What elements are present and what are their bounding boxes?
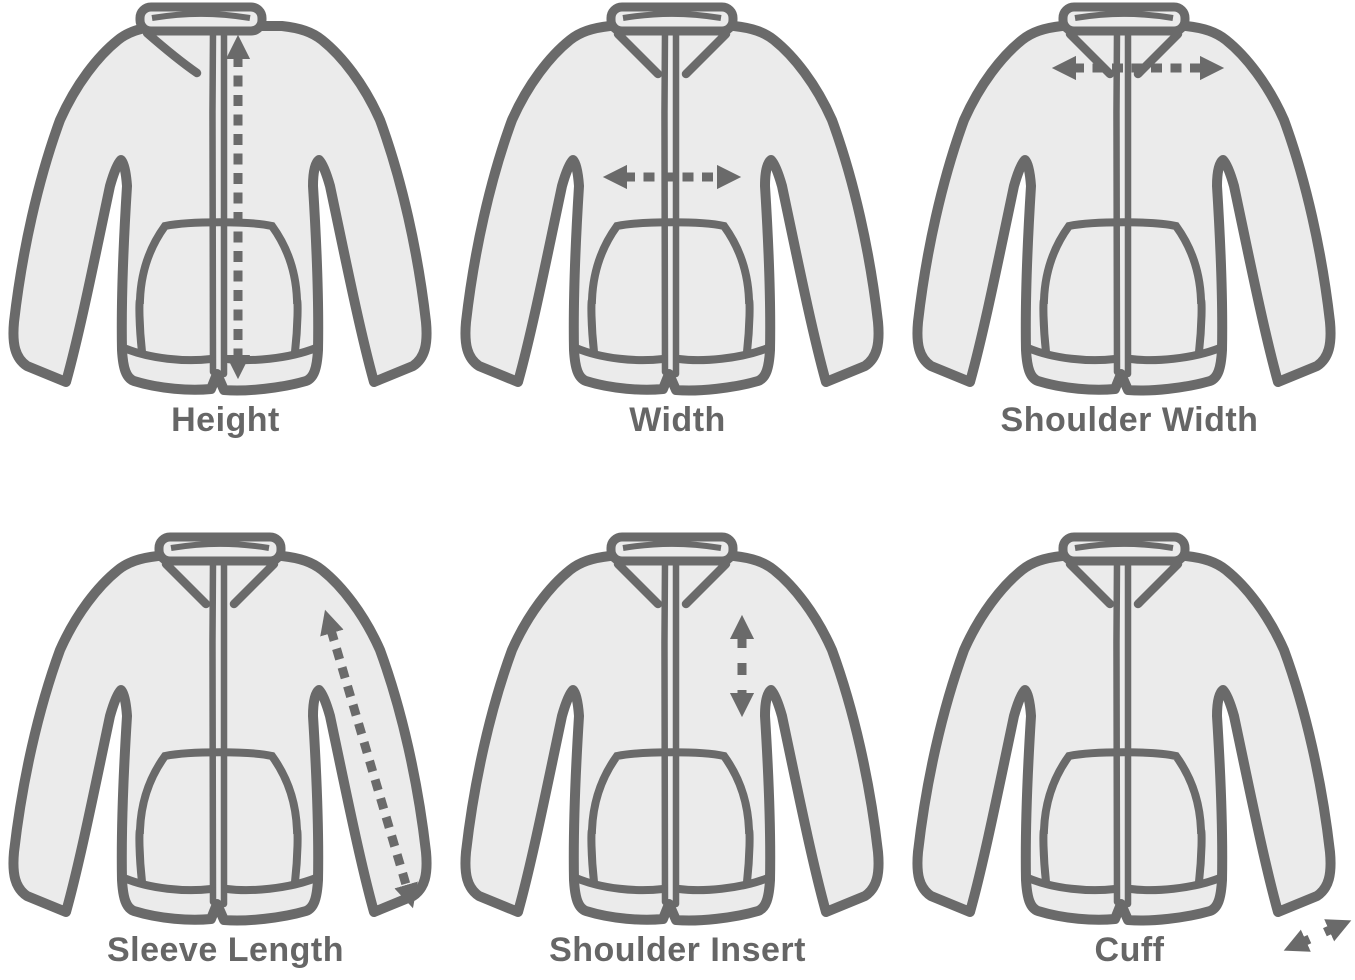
figure-label-sleeve-length: Sleeve Length <box>106 931 344 969</box>
figure-shoulder-width: Shoulder Width <box>904 0 1355 450</box>
figure-cuff: Cuff <box>904 530 1355 980</box>
jacket-illustration-sleeve-length <box>0 530 450 960</box>
jacket-illustration-shoulder-insert <box>452 530 902 960</box>
cuff-arrow <box>1283 919 1352 952</box>
jacket-illustration-cuff <box>904 530 1352 952</box>
figure-label-shoulder-insert: Shoulder Insert <box>549 931 806 969</box>
sleeve-length-arrow <box>320 609 418 909</box>
figure-height: Height <box>0 0 451 450</box>
figure-label-width: Width <box>629 401 726 439</box>
figure-shoulder-insert: Shoulder Insert <box>452 530 903 980</box>
figure-sleeve-length: Sleeve Length <box>0 530 451 980</box>
jacket-illustration-width <box>452 0 902 430</box>
figure-label-cuff: Cuff <box>1094 931 1165 969</box>
figure-label-shoulder-width: Shoulder Width <box>1000 401 1259 439</box>
jacket-illustration-height <box>0 0 450 430</box>
jacket-illustration-shoulder-width <box>904 0 1354 430</box>
figure-width: Width <box>452 0 903 450</box>
figure-label-height: Height <box>171 401 280 439</box>
